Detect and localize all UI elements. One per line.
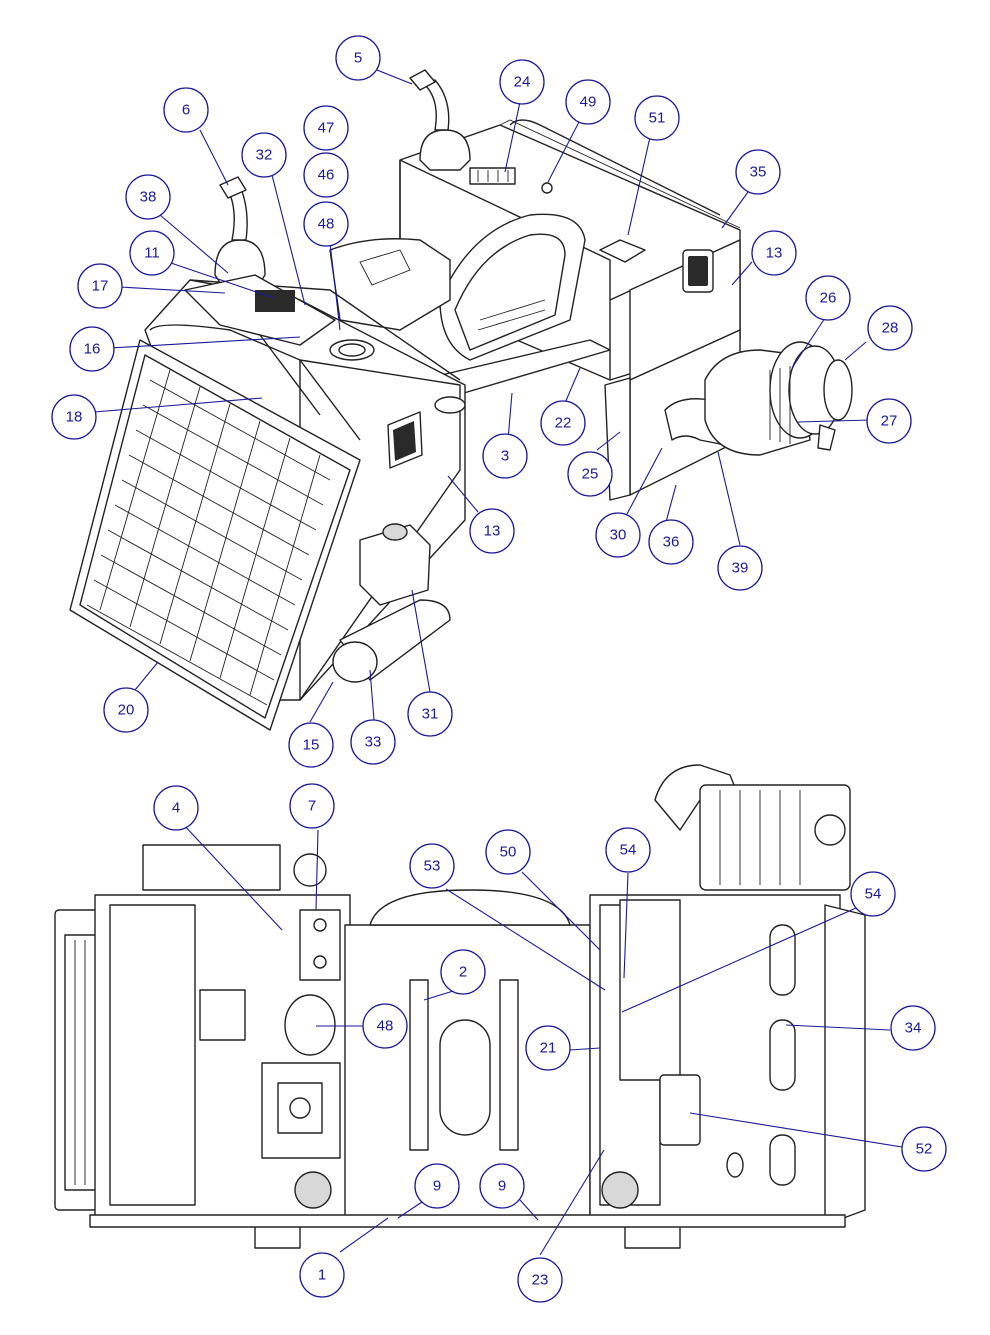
callout-22: 22 [540,400,586,446]
callout-28: 28 [867,305,913,351]
svg-text:33: 33 [365,734,382,751]
svg-text:52: 52 [916,1141,933,1158]
callout-15: 15 [288,722,334,768]
svg-text:38: 38 [140,189,157,206]
callout-16: 16 [69,326,115,372]
svg-text:53: 53 [424,858,441,875]
svg-text:51: 51 [649,110,666,127]
callouts-bottom-view: 4 7 53 50 54 54 2 48 21 34 52 9 9 1 23 [153,783,947,1303]
callout-7: 7 [289,783,335,829]
leader-lines [93,67,903,1256]
callout-34: 34 [890,1005,936,1051]
svg-text:50: 50 [500,844,517,861]
svg-text:16: 16 [84,341,101,358]
callout-38: 38 [125,174,171,220]
callout-47: 47 [303,105,349,151]
svg-text:20: 20 [118,702,135,719]
callout-52: 52 [901,1126,947,1172]
callout-24: 24 [499,59,545,105]
svg-text:30: 30 [610,527,627,544]
callout-39: 39 [717,545,763,591]
machine-top-view [54,764,866,1249]
svg-text:9: 9 [433,1178,441,1195]
svg-text:15: 15 [303,737,320,754]
callout-46: 46 [303,152,349,198]
svg-text:49: 49 [580,94,597,111]
callout-21: 21 [525,1025,571,1071]
callout-11: 11 [129,230,175,276]
svg-text:4: 4 [172,800,180,817]
svg-text:31: 31 [422,706,439,723]
svg-text:35: 35 [750,164,767,181]
callout-33: 33 [350,719,396,765]
svg-text:48: 48 [318,216,335,233]
callout-2: 2 [440,949,486,995]
svg-text:1: 1 [318,1267,326,1284]
callout-5: 5 [335,35,381,81]
callout-13: 13 [751,230,797,276]
svg-text:9: 9 [498,1178,506,1195]
svg-text:32: 32 [256,147,273,164]
svg-text:47: 47 [318,120,335,137]
callout-9: 9 [414,1163,460,1209]
callout-54: 54 [605,827,651,873]
svg-text:54: 54 [865,886,882,903]
svg-text:22: 22 [555,415,572,432]
svg-text:3: 3 [501,448,509,465]
callout-36: 36 [648,519,694,565]
svg-text:25: 25 [582,466,599,483]
callout-35: 35 [735,149,781,195]
callout-31: 31 [407,691,453,737]
callout-4: 4 [153,785,199,831]
callout-53: 53 [409,843,455,889]
callout-26: 26 [805,275,851,321]
callout-54b: 54 [850,871,896,917]
callout-51: 51 [634,95,680,141]
callout-23: 23 [517,1257,563,1303]
svg-text:39: 39 [732,560,749,577]
svg-text:21: 21 [540,1040,557,1057]
svg-text:13: 13 [766,245,783,262]
callout-49: 49 [565,79,611,125]
callout-48b: 48 [362,1003,408,1049]
callout-9b: 9 [479,1163,525,1209]
callout-6: 6 [163,87,209,133]
svg-text:6: 6 [182,102,190,119]
callouts-top-view: 5 24 49 6 47 32 51 46 35 38 48 11 13 17 … [51,35,913,768]
svg-text:34: 34 [905,1020,922,1037]
callout-25: 25 [567,451,613,497]
svg-text:27: 27 [881,413,898,430]
svg-text:11: 11 [144,245,160,262]
callout-3: 3 [482,433,528,479]
svg-text:23: 23 [532,1272,549,1289]
callout-32: 32 [241,132,287,178]
svg-text:2: 2 [459,964,467,981]
svg-text:18: 18 [66,409,83,426]
svg-text:28: 28 [882,320,899,337]
callout-48: 48 [303,201,349,247]
svg-text:46: 46 [318,167,335,184]
callout-30: 30 [595,512,641,558]
callout-18: 18 [51,394,97,440]
callout-1: 1 [299,1252,345,1298]
svg-text:13: 13 [484,523,501,540]
svg-text:48: 48 [377,1018,394,1035]
callout-13b: 13 [469,508,515,554]
svg-text:5: 5 [354,50,362,67]
callout-20: 20 [103,687,149,733]
callout-50: 50 [485,829,531,875]
svg-text:26: 26 [820,290,837,307]
callout-27: 27 [866,398,912,444]
callout-17: 17 [77,263,123,309]
svg-text:7: 7 [308,798,316,815]
machine-isometric-view [69,69,853,731]
svg-text:54: 54 [620,842,637,859]
svg-text:24: 24 [514,74,531,91]
svg-text:17: 17 [92,278,109,295]
svg-text:36: 36 [663,534,680,551]
